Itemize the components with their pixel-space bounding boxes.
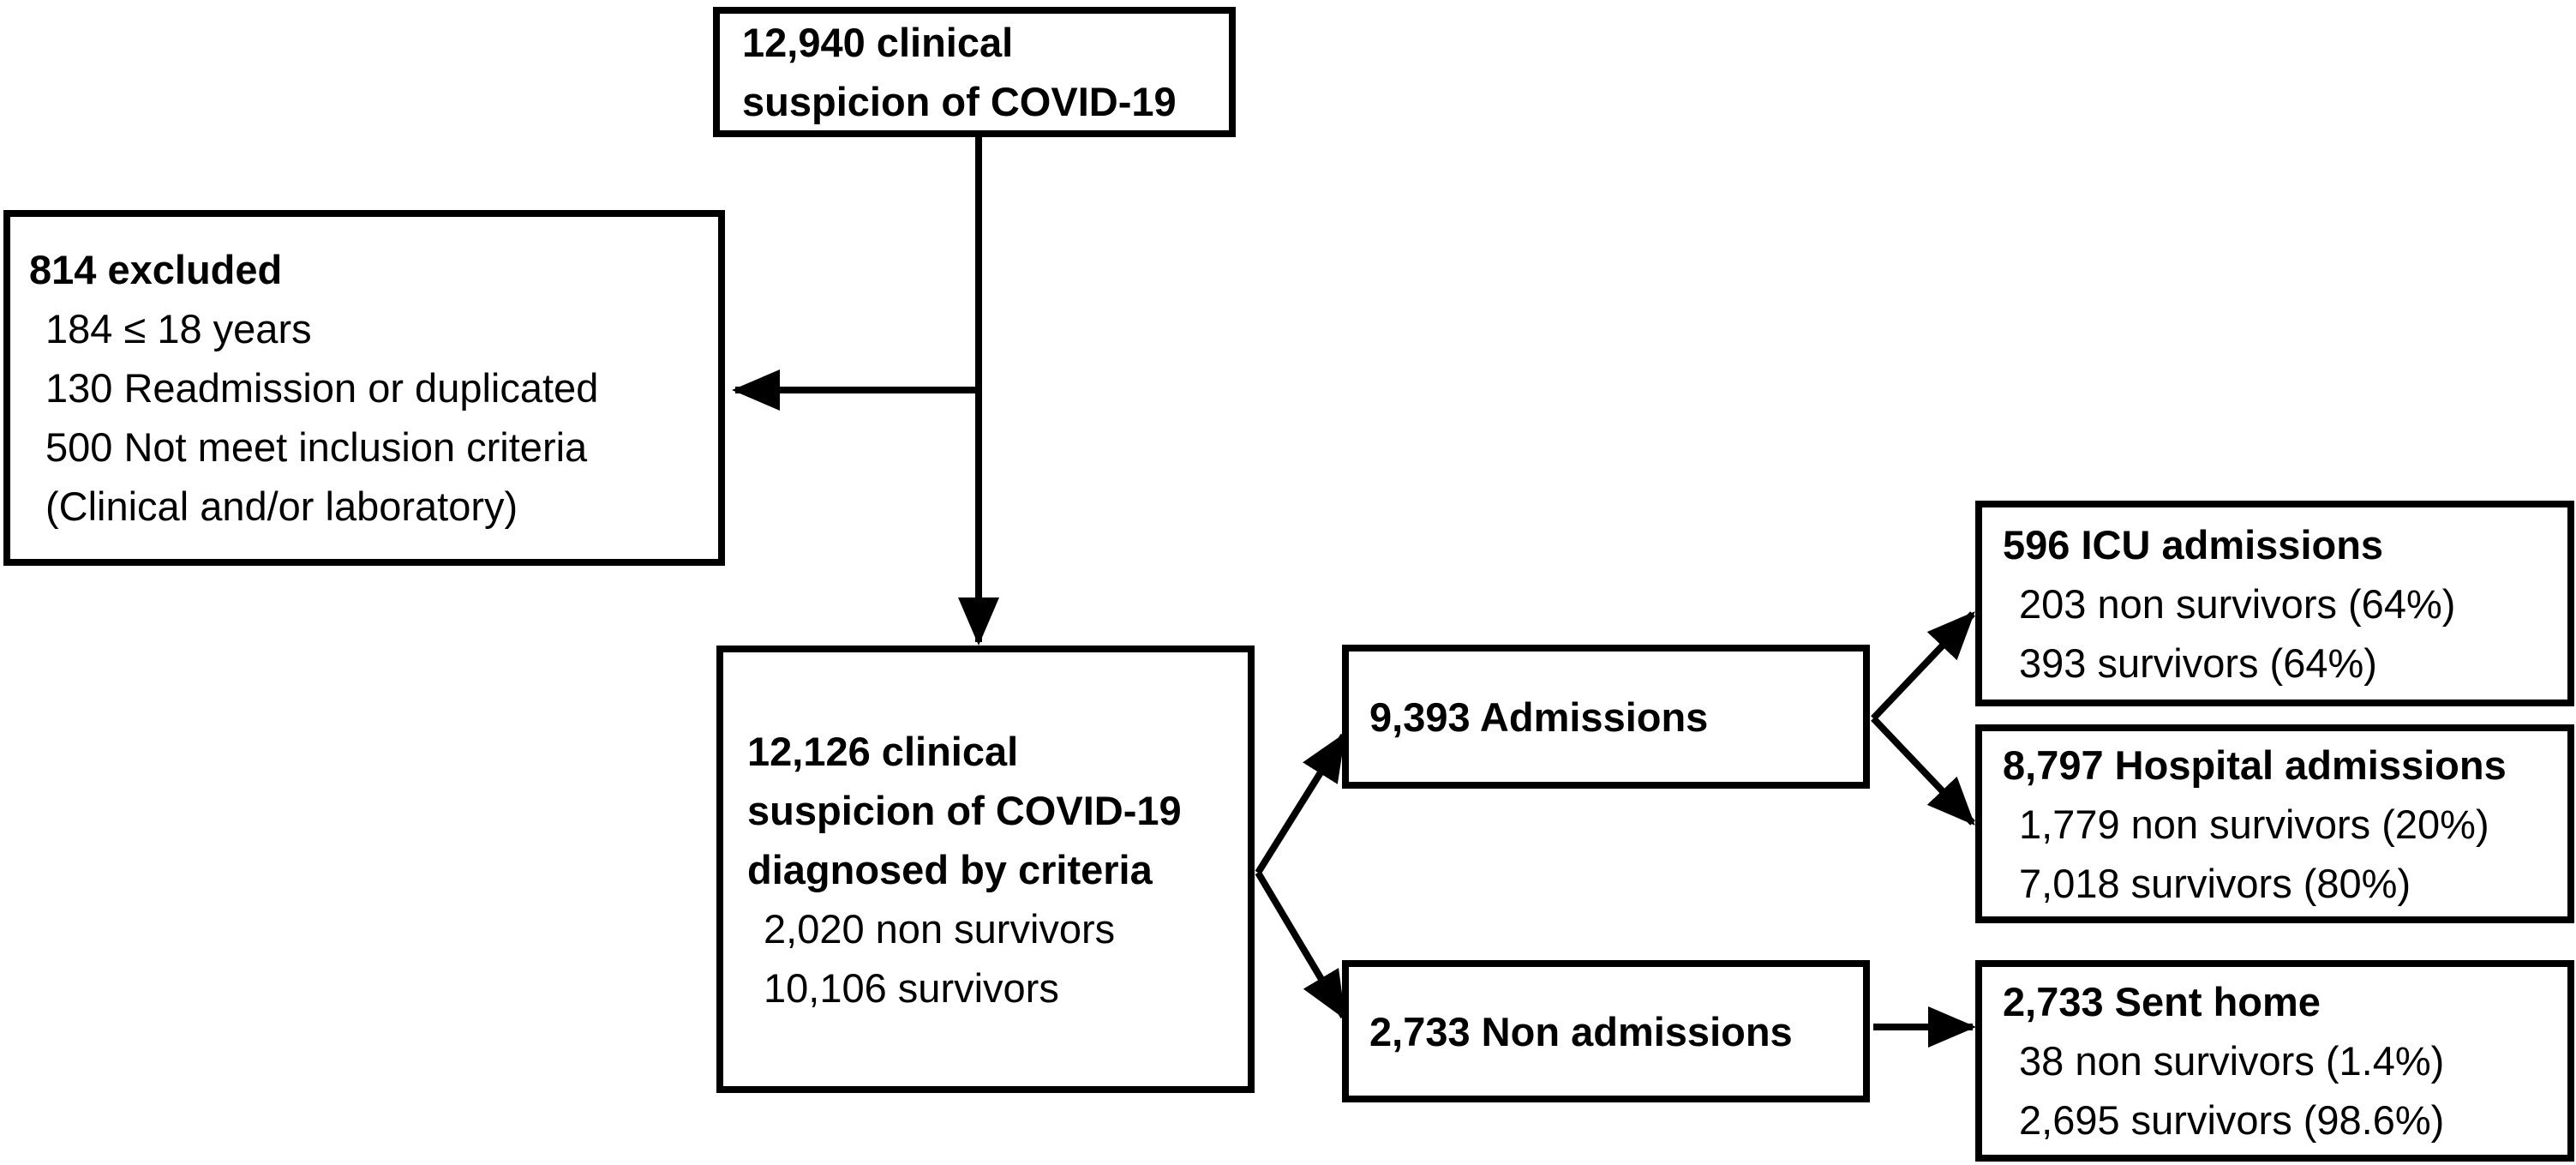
hospital-item: 1,779 non survivors (20%) [2019,801,2489,847]
node-sent-home: 2,733 Sent home 38 non survivors (1.4%) … [1975,960,2574,1162]
node-title: 2,733 Sent home [2003,979,2321,1024]
excluded-item: 130 Readmission or duplicated [45,365,599,411]
node-title: 814 excluded [29,247,283,292]
node-clinical-suspicion-initial: 12,940 clinical suspicion of COVID-19 [713,7,1236,137]
diagnosed-item: 10,106 survivors [764,964,1059,1011]
excluded-item: (Clinical and/or laboratory) [45,483,518,529]
node-excluded: 814 excluded 184 ≤ 18 years 130 Readmiss… [3,210,725,566]
node-title-line: 12,940 clinical [742,20,1014,65]
node-clinical-suspicion-diagnosed: 12,126 clinical suspicion of COVID-19 di… [716,646,1255,1093]
excluded-item: 500 Not meet inclusion criteria [45,424,588,470]
node-title-line: diagnosed by criteria [747,846,1153,892]
node-title: 2,733 Non admissions [1369,1008,1793,1054]
arrow-diagnosed-to-non-admissions [1255,870,1347,1020]
node-title-line: suspicion of COVID-19 [747,787,1182,833]
node-icu-admissions: 596 ICU admissions 203 non survivors (64… [1975,501,2574,706]
node-title: 8,797 Hospital admissions [2003,742,2507,788]
hospital-item: 7,018 survivors (80%) [2019,860,2411,906]
node-title: 596 ICU admissions [2003,521,2384,567]
node-hospital-admissions: 8,797 Hospital admissions 1,779 non surv… [1975,724,2574,923]
diagnosed-item: 2,020 non survivors [764,905,1116,952]
arrow-admissions-to-icu [1871,611,1975,721]
icu-item: 393 survivors (64%) [2019,640,2377,686]
node-title-line: suspicion of COVID-19 [742,79,1177,124]
arrow-diagnosed-to-admissions [1255,732,1347,875]
excluded-item: 184 ≤ 18 years [45,306,312,351]
arrow-admissions-to-hospital [1871,716,1975,826]
sent-home-item: 38 non survivors (1.4%) [2019,1038,2445,1084]
node-title-line: 12,126 clinical [747,728,1019,774]
node-title: 9,393 Admissions [1369,694,1709,740]
icu-item: 203 non survivors (64%) [2019,580,2456,627]
node-non-admissions: 2,733 Non admissions [1342,960,1870,1102]
sent-home-item: 2,695 survivors (98.6%) [2019,1097,2445,1143]
node-admissions: 9,393 Admissions [1342,645,1870,789]
